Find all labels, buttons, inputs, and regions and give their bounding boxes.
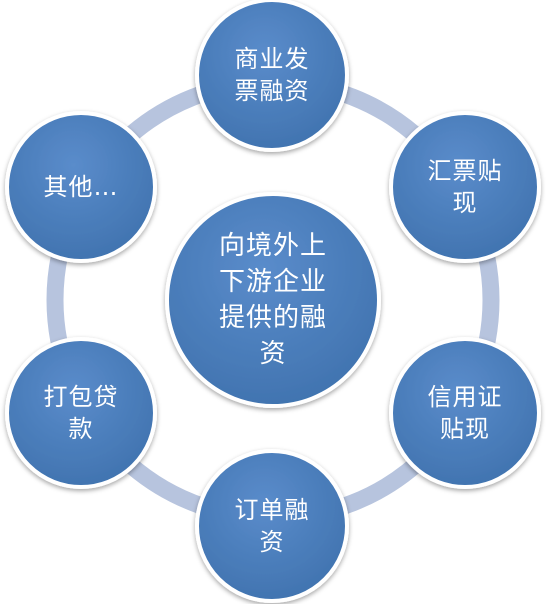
node-circle-packing-loan [5,337,157,489]
node-label-others: 其他… [43,173,119,201]
node-circle-order-financing [195,449,349,603]
node-circle-others [5,111,157,263]
node-label-commercial-invoice-financing: 商业发 票融资 [234,45,310,105]
node-label-bill-discounting: 汇票贴 现 [427,157,503,217]
node-circle-commercial-invoice-financing [195,0,349,152]
node-label-order-financing: 订单融 资 [234,496,310,556]
node-circle-lc-discounting [389,337,541,489]
node-circle-bill-discounting [389,111,541,263]
node-label-packing-loan: 打包贷 款 [43,383,119,443]
node-label-lc-discounting: 信用证 贴现 [427,383,503,443]
center-node-label: 向境外上 下游企业 提供的融 资 [218,231,327,369]
center-node-circle [165,192,381,408]
